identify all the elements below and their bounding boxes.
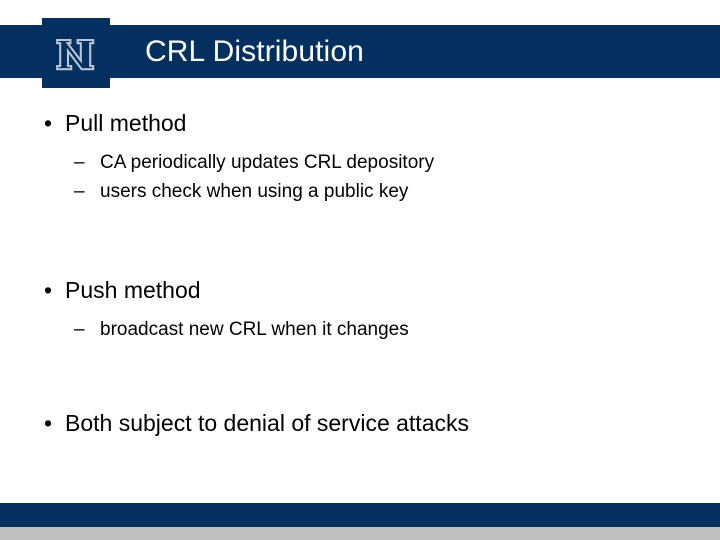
bullet-marker-icon: • bbox=[44, 410, 53, 436]
bullet-marker-icon: • bbox=[44, 110, 53, 136]
dash-marker-icon: – bbox=[74, 152, 85, 174]
page-title: CRL Distribution bbox=[145, 35, 364, 68]
bullet-text: Both subject to denial of service attack… bbox=[65, 410, 469, 436]
logo-n-icon bbox=[53, 30, 99, 76]
bullet-block-pull-method: • Pull method – CA periodically updates … bbox=[0, 108, 720, 206]
sub-bullet-text: users check when using a public key bbox=[100, 180, 409, 202]
sub-bullet-text: broadcast new CRL when it changes bbox=[100, 319, 409, 341]
footer-gray-bar bbox=[0, 527, 720, 540]
slide-body: • Pull method – CA periodically updates … bbox=[0, 100, 720, 495]
bullet-item-level1: • Both subject to denial of service atta… bbox=[0, 408, 720, 438]
bullet-item-level2: – users check when using a public key bbox=[0, 178, 720, 207]
bullet-item-level1: • Push method bbox=[0, 275, 720, 305]
sub-bullet-text: CA periodically updates CRL depository bbox=[100, 152, 435, 174]
bullet-block-push-method: • Push method – broadcast new CRL when i… bbox=[0, 275, 720, 345]
university-logo bbox=[42, 18, 110, 88]
footer-navy-bar bbox=[0, 503, 720, 527]
bullet-item-level2: – broadcast new CRL when it changes bbox=[0, 316, 720, 345]
bullet-item-level1: • Pull method bbox=[0, 108, 720, 138]
dash-marker-icon: – bbox=[74, 319, 85, 341]
bullet-text: Push method bbox=[65, 277, 201, 303]
dash-marker-icon: – bbox=[74, 180, 85, 202]
bullet-marker-icon: • bbox=[44, 277, 53, 303]
bullet-text: Pull method bbox=[65, 110, 187, 136]
bullet-item-level2: – CA periodically updates CRL depository bbox=[0, 149, 720, 178]
sub-bullet-list: – CA periodically updates CRL depository… bbox=[0, 149, 720, 206]
title-bar bbox=[0, 25, 720, 78]
bullet-block-dos-attacks: • Both subject to denial of service atta… bbox=[0, 408, 720, 438]
sub-bullet-list: – broadcast new CRL when it changes bbox=[0, 316, 720, 345]
